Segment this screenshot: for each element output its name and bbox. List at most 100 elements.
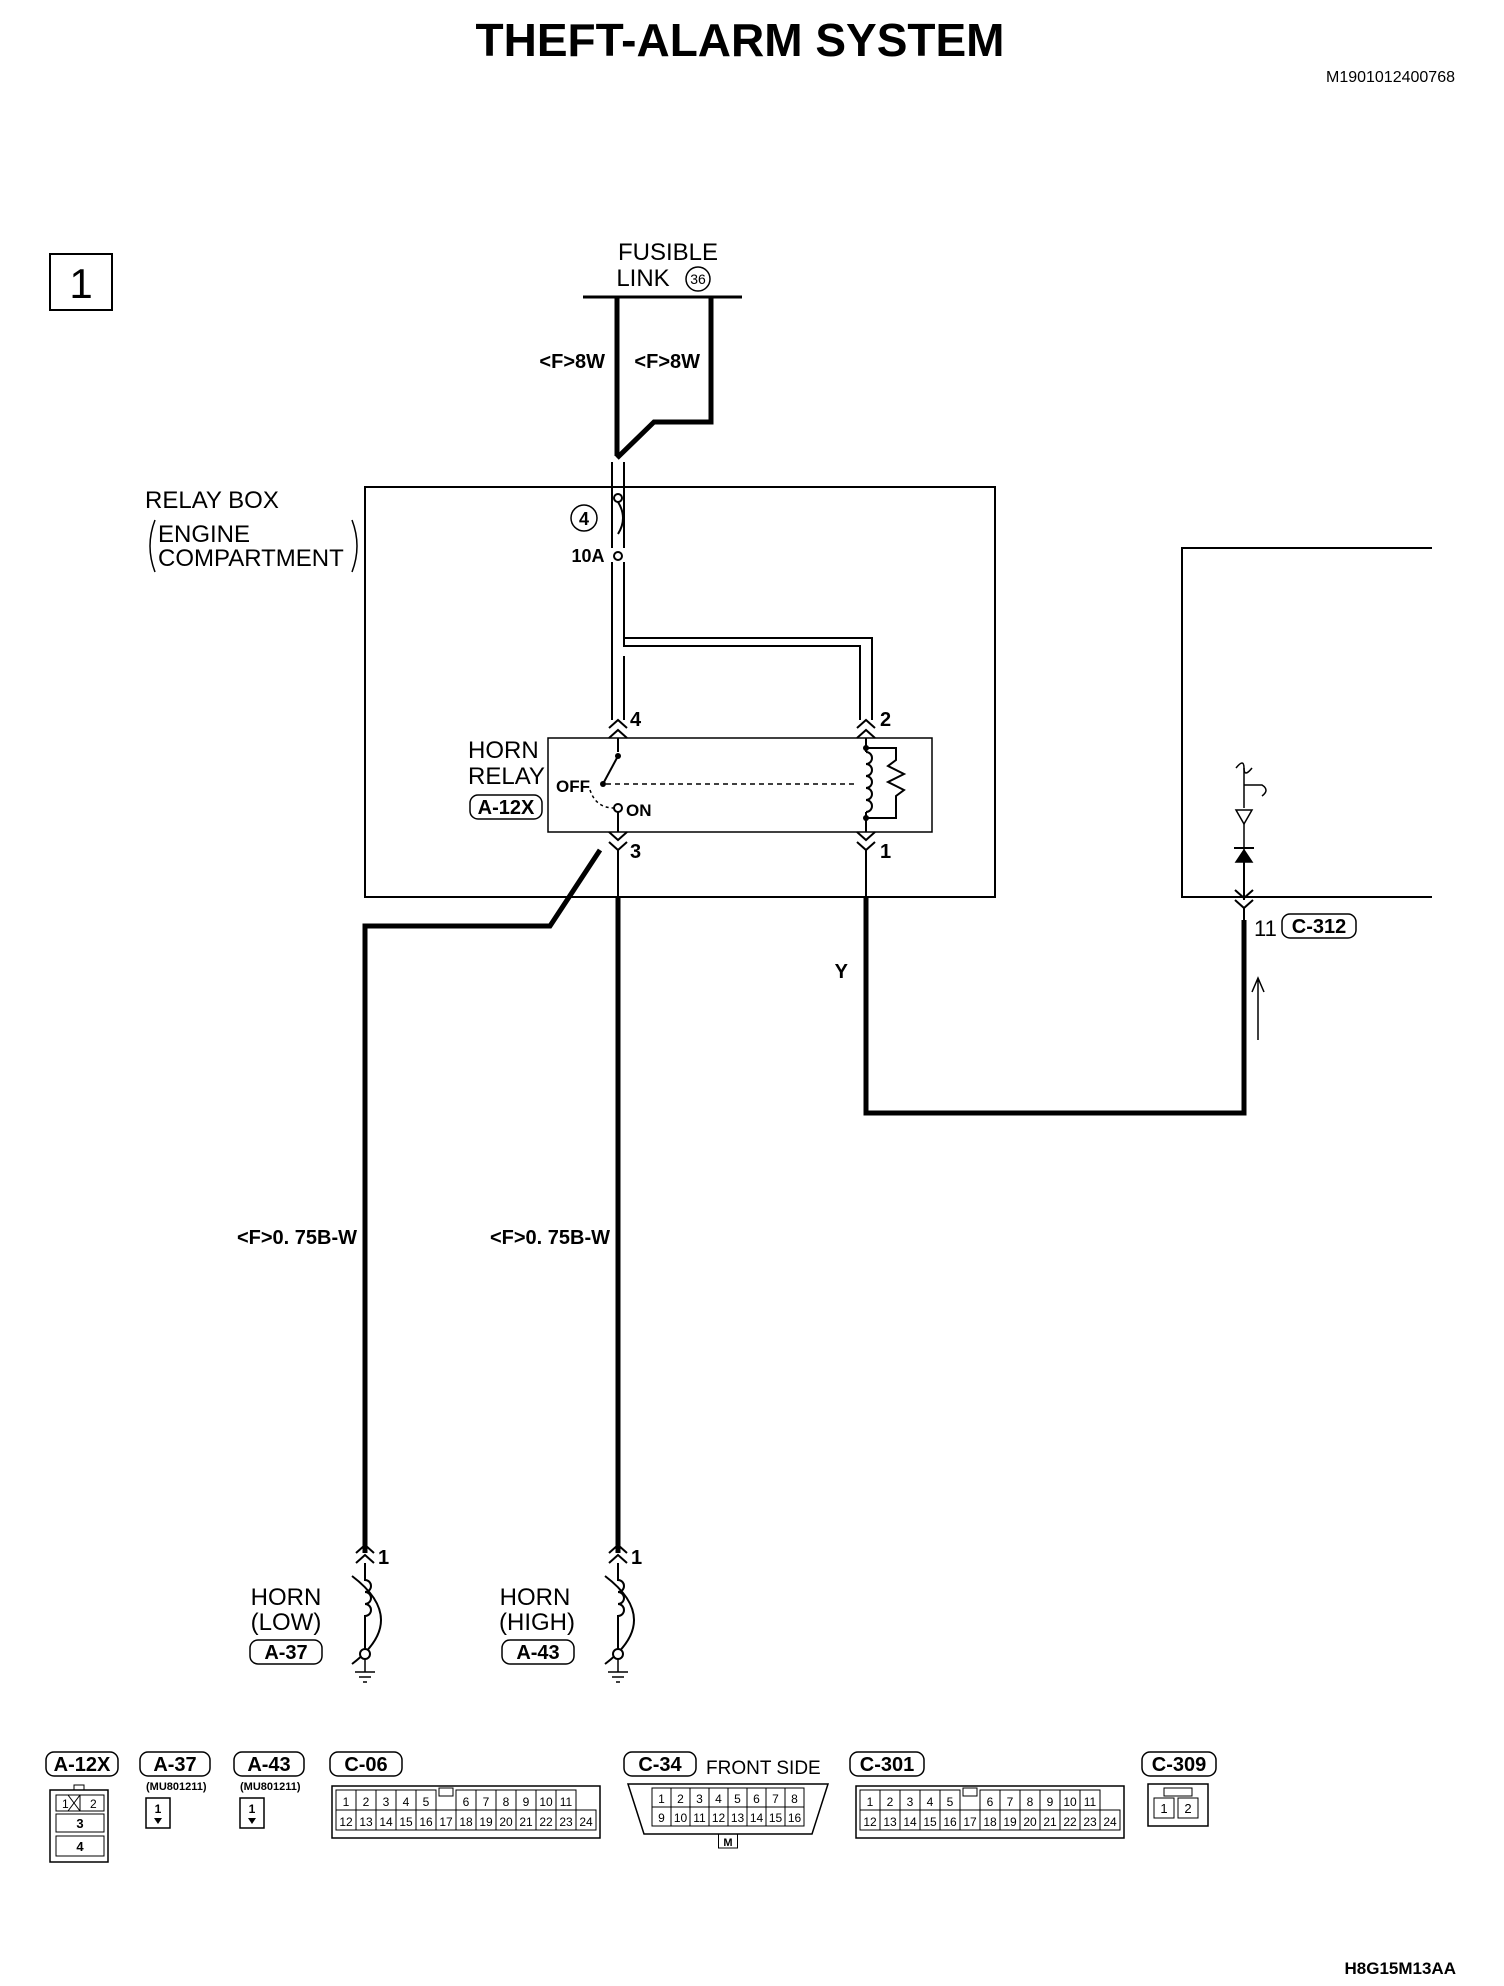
c06-pin-label: 7	[483, 1795, 490, 1809]
relay-switch-travel	[589, 789, 615, 809]
legend-a43-part: (MU801211)	[240, 1781, 301, 1793]
horn-high-coil-icon	[617, 1563, 625, 1650]
c06-housing	[331, 1785, 601, 1839]
c34-pin-cell	[784, 1806, 805, 1827]
c34-pin-label: 15	[769, 1811, 783, 1825]
signal-direction-arrow-icon	[1251, 976, 1265, 1040]
etacs-diode-open-icon	[1234, 809, 1254, 826]
horn-high-pin-arrow-icon	[608, 1543, 628, 1564]
wire-horn-low	[362, 848, 603, 1553]
page-number-box	[49, 253, 113, 311]
c301-pin-label: 20	[1023, 1815, 1037, 1829]
horn-relay-pin-3: 3	[630, 841, 641, 863]
c301-pin-label: 16	[943, 1815, 957, 1829]
legend-a37-pin: 1	[155, 1802, 162, 1816]
horn-high-ground-icon	[608, 1659, 628, 1683]
c301-pin-label: 13	[883, 1815, 897, 1829]
legend-c301-badge	[849, 1751, 925, 1777]
c301-housing	[855, 1785, 1125, 1839]
horn-high-label-2: (HIGH)	[499, 1609, 575, 1636]
relay-box-bracket-left	[149, 519, 156, 573]
fusible-link-number: 36	[690, 271, 706, 287]
legend-a43-badge	[233, 1751, 305, 1777]
legend-a12x-latch	[73, 1784, 85, 1791]
c301-pin-label: 8	[1027, 1795, 1034, 1809]
legend-a12x-badge	[45, 1751, 119, 1777]
c06-latch	[438, 1787, 454, 1797]
c34-pin-label: 7	[772, 1792, 779, 1806]
fuse-rating: 10A	[571, 546, 604, 566]
c301-pin-label: 18	[983, 1815, 997, 1829]
c06-pin-label: 1	[343, 1795, 350, 1809]
legend-a12x-row-mid	[55, 1813, 105, 1833]
relay-box	[364, 486, 996, 898]
wire-label-y: Y	[835, 961, 849, 983]
c34-pin-label: 2	[677, 1792, 684, 1806]
c06-pin-label: 18	[459, 1815, 473, 1829]
fusible-link-label-1: FUSIBLE	[618, 239, 718, 266]
page-title: THEFT-ALARM SYSTEM	[476, 14, 1005, 66]
legend-c34-label: C-34	[638, 1754, 682, 1776]
legend-a12x-pin-1: 1	[62, 1797, 69, 1811]
c06-pin-label: 8	[503, 1795, 510, 1809]
legend-c06-badge	[329, 1751, 403, 1777]
wire-label-horn-high: <F>0. 75B-W	[490, 1227, 610, 1249]
c06-pin-label: 13	[359, 1815, 373, 1829]
horn-low-connector: A-37	[264, 1642, 307, 1664]
legend-a37-key-icon	[154, 1818, 162, 1824]
fuse-number-circle	[570, 504, 598, 532]
c34-pin-label: 11	[693, 1811, 706, 1825]
c06-pin-label: 5	[423, 1795, 430, 1809]
c301-pin-label: 21	[1043, 1815, 1057, 1829]
wire-label-fusible-right: <F>8W	[634, 351, 700, 373]
c06-pin-label: 10	[539, 1795, 553, 1809]
c06-pin-label: 3	[383, 1795, 390, 1809]
relay-switch-on-contact	[613, 803, 623, 813]
wire-fusible-right	[615, 297, 714, 460]
horn-low-ground-icon	[355, 1659, 375, 1683]
relay-box-bracket-right	[351, 519, 358, 573]
c301-pin-label: 5	[947, 1795, 954, 1809]
horn-low-label-1: HORN	[251, 1584, 322, 1611]
c301-pin-cell	[1099, 1809, 1121, 1831]
c301-pin-label: 12	[863, 1815, 877, 1829]
horn-relay-connector: A-12X	[478, 797, 535, 819]
relay-switch-off-contact	[600, 781, 606, 787]
legend-c34-badge	[623, 1751, 697, 1777]
horn-low-coil-icon	[364, 1563, 372, 1650]
relay-off-label: OFF	[556, 777, 590, 796]
c34-pin-label: 6	[753, 1792, 760, 1806]
wire-label-horn-low: <F>0. 75B-W	[237, 1227, 357, 1249]
c34-pin-label: 12	[712, 1811, 726, 1825]
horn-high-pin: 1	[631, 1547, 642, 1569]
c301-pin-label: 3	[907, 1795, 914, 1809]
pin3-arrow-icon	[608, 831, 628, 852]
c34-pin-label: 1	[658, 1792, 665, 1806]
c34-pin-label: 5	[734, 1792, 741, 1806]
legend-a12x-cross-b	[67, 1794, 81, 1812]
horn-relay-pin-1: 1	[880, 841, 891, 863]
legend-a37-label: A-37	[153, 1754, 196, 1776]
horn-low-ground-terminal	[359, 1648, 371, 1660]
legend-a37-part: (MU801211)	[146, 1781, 207, 1793]
c301-pin-label: 10	[1063, 1795, 1077, 1809]
c34-pin-label: 8	[791, 1792, 798, 1806]
c06-pin-label: 24	[579, 1815, 593, 1829]
c06-pin-label: 17	[439, 1815, 453, 1829]
c301-pin-label: 11	[1084, 1795, 1097, 1809]
horn-high-connector: A-43	[516, 1642, 559, 1664]
legend-a43-housing	[239, 1797, 265, 1829]
relay-box-label-2: ENGINE	[158, 521, 250, 548]
fuse-element-icon	[617, 501, 624, 535]
legend-a12x-pin-4: 4	[76, 1839, 84, 1854]
c34-housing	[626, 1783, 830, 1835]
legend-c34-note: FRONT SIDE	[706, 1758, 821, 1779]
legend-c309-housing	[1147, 1783, 1209, 1827]
legend-c309-pin-2-cell	[1177, 1797, 1199, 1819]
relay-resistor-icon	[866, 747, 907, 819]
c06-pin-cell	[575, 1809, 597, 1831]
c06-pin-label: 19	[479, 1815, 493, 1829]
c301-pin-label: 9	[1047, 1795, 1054, 1809]
